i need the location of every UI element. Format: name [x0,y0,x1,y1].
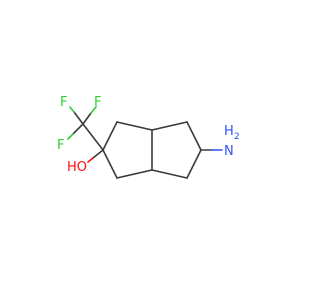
bond [102,121,118,151]
amino-h-label: H [224,124,234,139]
bond [186,121,202,151]
bond [69,106,75,113]
bond [151,121,188,131]
bond [116,121,153,131]
fluorine-label-top: F [94,95,101,110]
fluorine-label-bottom: F [57,138,64,153]
amino-subscript-label: 2 [234,132,240,142]
bond [102,149,118,179]
amino-n-label: N [224,144,234,159]
bond [82,112,92,125]
bond [90,106,97,114]
amino-group-label: H N 2 [224,124,240,159]
heteroatom-bonds [67,106,223,163]
bond [87,157,94,163]
bond [151,169,188,179]
bond [82,123,104,151]
bond [67,133,74,140]
molecule-diagram: F F F HO H N 2 [57,95,240,179]
bond [72,123,84,135]
bond [92,149,104,159]
carbon-skeleton [82,121,202,179]
hydroxyl-label: HO [67,160,87,175]
fluorine-label-left: F [60,95,67,110]
bond [116,169,153,179]
bond [186,149,202,179]
bond [73,111,84,125]
